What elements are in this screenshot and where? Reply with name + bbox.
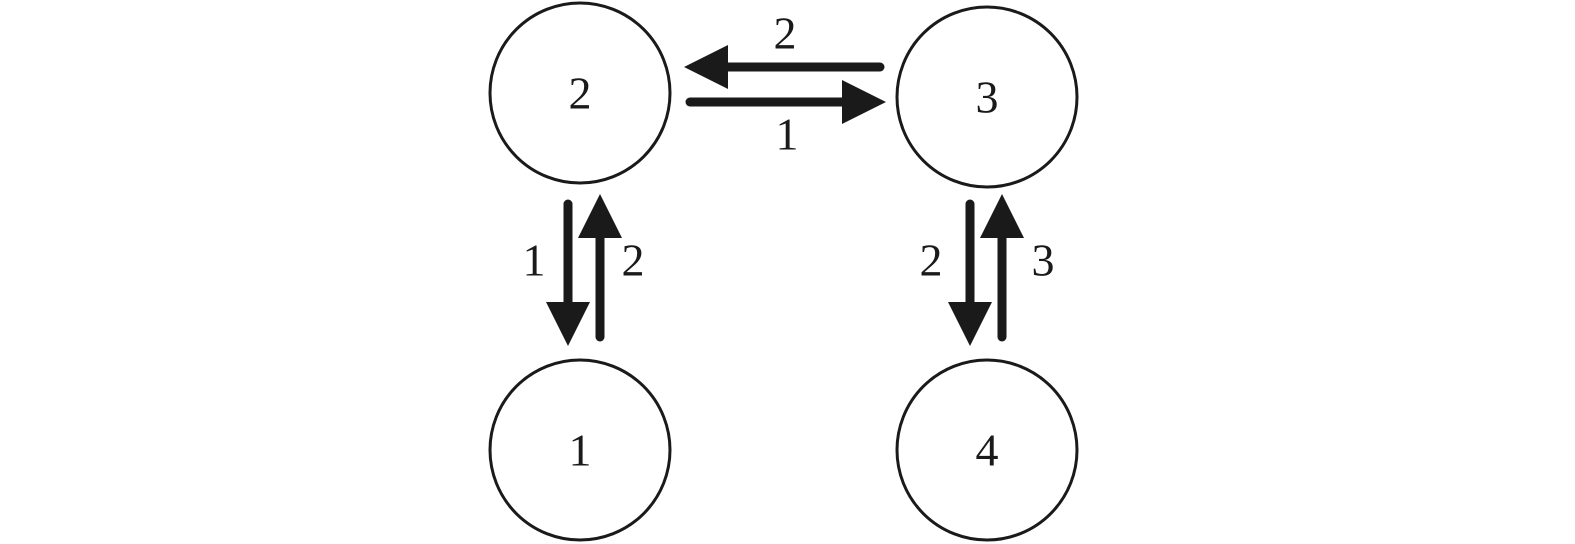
node-2: 2 — [488, 1, 672, 185]
node-3: 3 — [895, 5, 1079, 189]
edge-2-to-3-arrowhead — [842, 80, 886, 124]
edge-2-to-3: 1 — [685, 80, 886, 160]
edge-3-to-2-label: 2 — [774, 8, 797, 59]
node-3-circle — [895, 5, 1079, 189]
node-1: 1 — [488, 358, 672, 542]
edge-3-to-2: 2 — [684, 8, 885, 89]
edge-3-to-4-arrowhead — [948, 302, 992, 346]
edge-1-to-2: 2 — [578, 194, 645, 342]
edge-1-to-2-label: 2 — [622, 235, 645, 286]
edge-2-to-1-label: 1 — [523, 235, 546, 286]
edge-4-to-3: 3 — [980, 194, 1055, 342]
edge-3-to-4-label: 2 — [920, 235, 943, 286]
node-1-label: 1 — [569, 425, 592, 476]
edge-3-to-2-arrowhead — [684, 45, 728, 89]
edge-4-to-3-arrowhead — [980, 194, 1024, 238]
node-2-label: 2 — [569, 68, 592, 119]
node-4: 4 — [895, 358, 1079, 542]
node-3-label: 3 — [976, 72, 999, 123]
node-4-label: 4 — [976, 425, 999, 476]
edge-2-to-3-label: 1 — [776, 109, 799, 160]
node-4-circle — [895, 358, 1079, 542]
edge-3-to-4: 2 — [920, 199, 992, 346]
edge-2-to-1: 1 — [523, 199, 590, 346]
edge-2-to-1-arrowhead — [546, 302, 590, 346]
edge-1-to-2-arrowhead — [578, 194, 622, 238]
edge-4-to-3-label: 3 — [1032, 235, 1055, 286]
node-1-circle — [488, 358, 672, 542]
node-2-circle — [488, 1, 672, 185]
